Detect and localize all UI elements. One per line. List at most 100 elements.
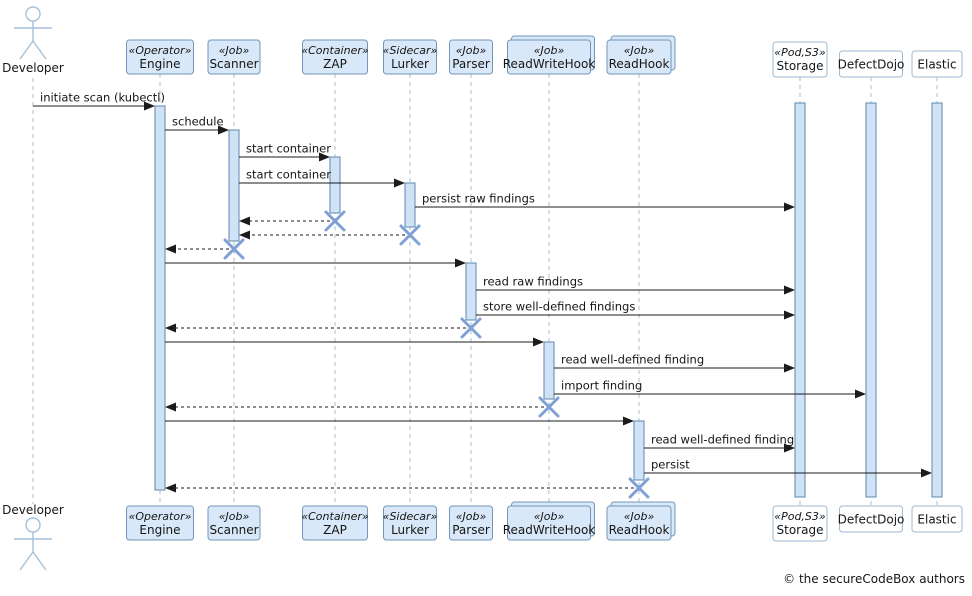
participant-box (126, 39, 194, 75)
activation-zap (329, 156, 341, 214)
participant-box (383, 39, 437, 75)
participant-name: Engine (139, 57, 180, 71)
message-label: read well-defined finding (651, 433, 794, 447)
participant-stereotype: «Job» (534, 510, 565, 523)
arrowhead-icon (533, 337, 544, 347)
message-return-7 (165, 244, 229, 254)
message-return-8 (165, 258, 466, 268)
participant-box (839, 505, 903, 533)
participant-lurker-bottom: «Sidecar»Lurker (383, 505, 438, 541)
message-return-19 (165, 483, 634, 493)
arrowhead-icon (784, 202, 795, 212)
participant-name: DefectDojo (838, 58, 905, 72)
x-stroke (628, 477, 650, 499)
participant-storage-top: «Pod,S3»Storage (772, 41, 828, 78)
actor-label: Developer (2, 61, 64, 75)
participant-name: Elastic (917, 513, 956, 527)
actor-head (25, 6, 41, 22)
participant-stereotype: «Pod,S3» (774, 46, 826, 59)
participant-stereotype: «Pod,S3» (774, 510, 826, 523)
arrowhead-icon (455, 258, 466, 268)
arrowhead-icon (784, 310, 795, 320)
message-schedule: schedule (165, 115, 229, 135)
participant-box (839, 50, 903, 78)
message-persist-raw-findings: persist raw findings (415, 192, 795, 212)
actor-head (25, 517, 41, 533)
message-start-container: start container (239, 168, 405, 188)
participant-stereotype: «Operator» (129, 44, 192, 57)
participant-name: Parser (452, 523, 490, 537)
participant-name: ZAP (323, 57, 347, 71)
arrowhead-icon (239, 230, 250, 240)
activation-defectdojo (865, 102, 877, 498)
participant-name: ReadHook (609, 523, 670, 537)
participant-name: ReadWriteHook (503, 523, 596, 537)
destroy-x-icon-lurker (399, 224, 421, 246)
destroy-x-icon-readhook (628, 477, 650, 499)
participant-stereotype: «Job» (624, 510, 655, 523)
arrowhead-icon (165, 402, 176, 412)
participant-storage-bottom: «Pod,S3»Storage (772, 505, 828, 542)
activation-engine (154, 105, 166, 491)
message-initiate-scan-kubectl-: initiate scan (kubectl) (33, 91, 165, 111)
participant-stereotype: «Operator» (129, 510, 192, 523)
participant-readhook-top: «Job»ReadHook (606, 35, 676, 75)
arrowhead-icon (165, 483, 176, 493)
message-return-16 (165, 416, 634, 426)
arrowhead-icon (239, 216, 250, 226)
arrowhead-icon (921, 468, 932, 478)
message-label: store well-defined findings (483, 300, 635, 314)
participant-stereotype: «Job» (534, 44, 565, 57)
activation-scanner (228, 129, 240, 242)
participant-box (911, 50, 963, 78)
x-stroke (223, 238, 245, 260)
participant-stereotype: «Job» (456, 44, 487, 57)
message-read-raw-findings: read raw findings (476, 275, 795, 295)
actor-leg-right (32, 40, 47, 60)
participant-readwritehook-bottom: «Job»ReadWriteHook (503, 501, 596, 541)
participant-stereotype: «Job» (456, 510, 487, 523)
participant-name: DefectDojo (838, 513, 905, 527)
arrowhead-icon (319, 152, 330, 162)
participant-zap-bottom: «Container»ZAP (301, 505, 369, 541)
activation-readhook (633, 420, 645, 481)
message-return-6 (239, 230, 405, 240)
participant-name: ReadHook (609, 57, 670, 71)
message-return-12 (165, 337, 544, 347)
message-read-well-defined-finding: read well-defined finding (644, 433, 795, 453)
participant-box (606, 39, 672, 75)
participant-readwritehook-top: «Job»ReadWriteHook (503, 35, 595, 75)
participant-engine-top: «Operator»Engine (126, 39, 194, 75)
participant-defectdojo-top: DefectDojo (838, 50, 905, 78)
activation-storage (794, 102, 806, 498)
message-read-well-defined-finding: read well-defined finding (554, 353, 795, 373)
participant-box (507, 505, 591, 541)
participant-stereotype: «Job» (219, 510, 250, 523)
participant-box (772, 41, 828, 78)
participant-name: Storage (777, 523, 824, 537)
arrowhead-icon (165, 323, 176, 333)
activation-lurker (404, 182, 416, 228)
participant-name: Scanner (209, 523, 258, 537)
message-label: read well-defined finding (561, 353, 704, 367)
participant-box (772, 505, 828, 542)
participant-stereotype: «Sidecar» (383, 44, 438, 57)
activation-elastic (931, 102, 943, 498)
arrowhead-icon (165, 244, 176, 254)
destroy-x-icon-scanner (223, 238, 245, 260)
actor-leg-left (19, 551, 34, 571)
participant-box (383, 505, 437, 541)
participant-zap-top: «Container»ZAP (301, 39, 369, 75)
participant-parser-top: «Job»Parser (449, 39, 493, 75)
message-label: start container (246, 168, 331, 182)
participant-box (911, 505, 963, 533)
destroy-x-icon-readwritehook (538, 396, 560, 418)
arrowhead-icon (784, 285, 795, 295)
message-import-finding: import finding (554, 379, 866, 399)
participant-scanner-top: «Job»Scanner (207, 39, 261, 75)
participant-name: ZAP (323, 523, 347, 537)
activation-readwritehook (543, 341, 555, 400)
participant-lurker-top: «Sidecar»Lurker (383, 39, 438, 75)
